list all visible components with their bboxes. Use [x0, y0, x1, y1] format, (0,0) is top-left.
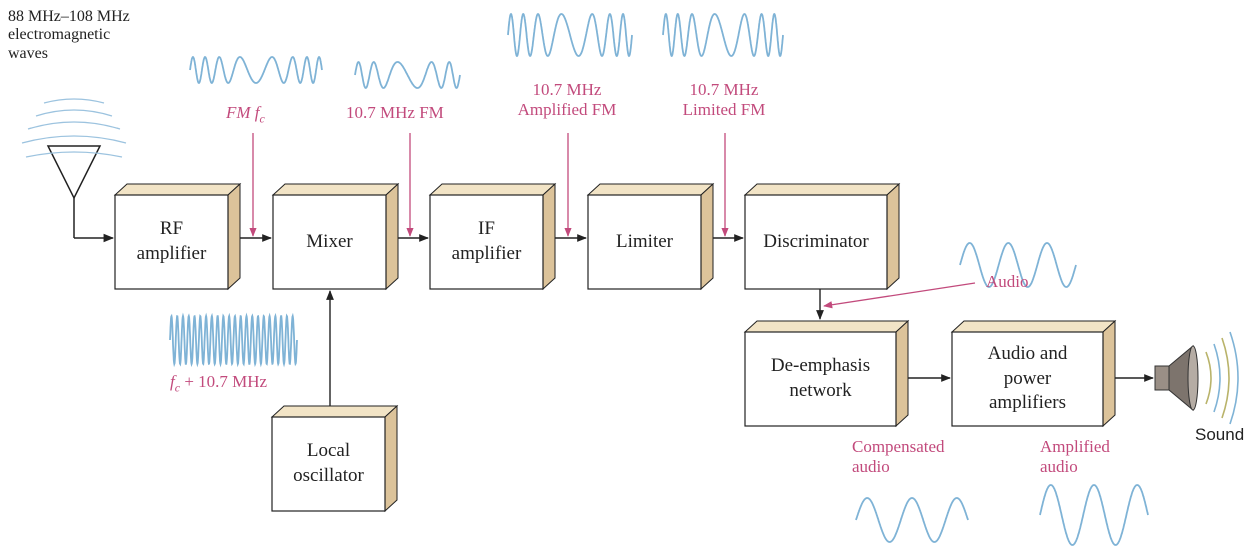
discriminator-label: Discriminator: [745, 195, 887, 289]
de-emphasis-network-block: [743, 319, 910, 428]
fm-fc-subscript: c: [259, 111, 265, 126]
limiter-line1: Limiter: [616, 230, 673, 252]
lo-f-text: f: [170, 372, 175, 391]
audio-power-line2: power: [1003, 367, 1052, 389]
if-amplifier-label: IF amplifier: [430, 195, 543, 289]
if-fm-label: 10.7 MHz FM: [346, 103, 444, 122]
audio-waveform: [959, 242, 1077, 288]
input-label-line3: waves: [8, 44, 48, 62]
limited-fm-waveform: [662, 12, 784, 58]
amplified-fm-label: 10.7 MHz Amplified FM: [502, 80, 632, 119]
antenna-icon: [46, 145, 115, 243]
compensated-audio-waveform: [855, 497, 969, 543]
if-amplifier-block: [428, 182, 557, 291]
limited-fm-line2: Limited FM: [682, 99, 766, 119]
amplified-fm-line2: Amplified FM: [517, 99, 617, 119]
mixer-line1: Mixer: [306, 230, 353, 252]
lo-rest-text: + 10.7 MHz: [180, 372, 268, 391]
input-label-line1: 88 MHz–108 MHz: [8, 8, 130, 25]
audio-power-line3: amplifiers: [988, 392, 1067, 414]
fm-carrier-waveform: [189, 56, 323, 85]
lo-subscript: c: [174, 380, 181, 395]
de-emphasis-line1: De-emphasis: [770, 355, 871, 377]
lo-frequency-label: fc + 10.7 MHz: [170, 372, 267, 395]
audio-power-amplifiers-label: Audio and power amplifiers: [952, 332, 1103, 426]
compensated-audio-label: Compensated audio: [852, 437, 945, 476]
local-oscillator-label: Local oscillator: [272, 417, 385, 511]
input-band-label: 88 MHz–108 MHz electromagnetic waves: [8, 8, 130, 63]
limiter-label: Limiter: [588, 195, 701, 289]
local-oscillator-line2: oscillator: [293, 465, 364, 486]
local-oscillator-block: [270, 404, 399, 513]
audio-power-line1: Audio and: [987, 342, 1068, 364]
rf-amplifier-line2: amplifier: [136, 243, 207, 264]
limiter-block: [586, 182, 715, 291]
compensated-audio-line2: audio: [852, 456, 890, 476]
amplified-audio-line1: Amplified: [1040, 437, 1110, 456]
sound-waves-icon: [1205, 331, 1239, 425]
rf-amplifier-line1: RF: [159, 218, 184, 240]
audio-label: Audio: [986, 272, 1029, 291]
fm-fc-text: FM f: [226, 103, 260, 122]
mixer-label: Mixer: [273, 195, 386, 289]
limited-fm-line1: 10.7 MHz: [689, 80, 759, 99]
if-fm-waveform: [354, 61, 461, 89]
radio-waves-icon: [21, 98, 127, 158]
discriminator-line1: Discriminator: [763, 230, 869, 252]
local-oscillator-line1: Local: [306, 440, 351, 462]
amplified-audio-waveform: [1039, 484, 1149, 546]
amplified-fm-waveform: [507, 12, 633, 58]
signal-flow-arrows: [240, 234, 1154, 406]
de-emphasis-network-label: De-emphasis network: [745, 332, 896, 426]
de-emphasis-line2: network: [789, 380, 852, 401]
input-label-line2: electromagnetic: [8, 26, 111, 44]
speaker-icon: [1154, 344, 1199, 412]
rf-amplifier-block: [113, 182, 242, 291]
if-amplifier-line2: amplifier: [451, 243, 522, 264]
local-oscillator-waveform: [169, 312, 298, 368]
rf-amplifier-label: RF amplifier: [115, 195, 228, 289]
signal-label-arrows: [249, 133, 976, 309]
limited-fm-label: 10.7 MHz Limited FM: [664, 80, 784, 119]
audio-power-amplifiers-block: [950, 319, 1117, 428]
discriminator-block: [743, 182, 901, 291]
compensated-audio-line1: Compensated: [852, 437, 945, 456]
sound-label: Sound: [1195, 425, 1245, 444]
if-amplifier-line1: IF: [478, 218, 495, 240]
fm-fc-label: FM fc: [226, 103, 265, 126]
amplified-audio-line2: audio: [1040, 456, 1078, 476]
waveforms: [169, 12, 1149, 546]
mixer-block: [271, 182, 400, 291]
amplified-fm-line1: 10.7 MHz: [532, 80, 602, 99]
amplified-audio-label: Amplified audio: [1040, 437, 1110, 476]
